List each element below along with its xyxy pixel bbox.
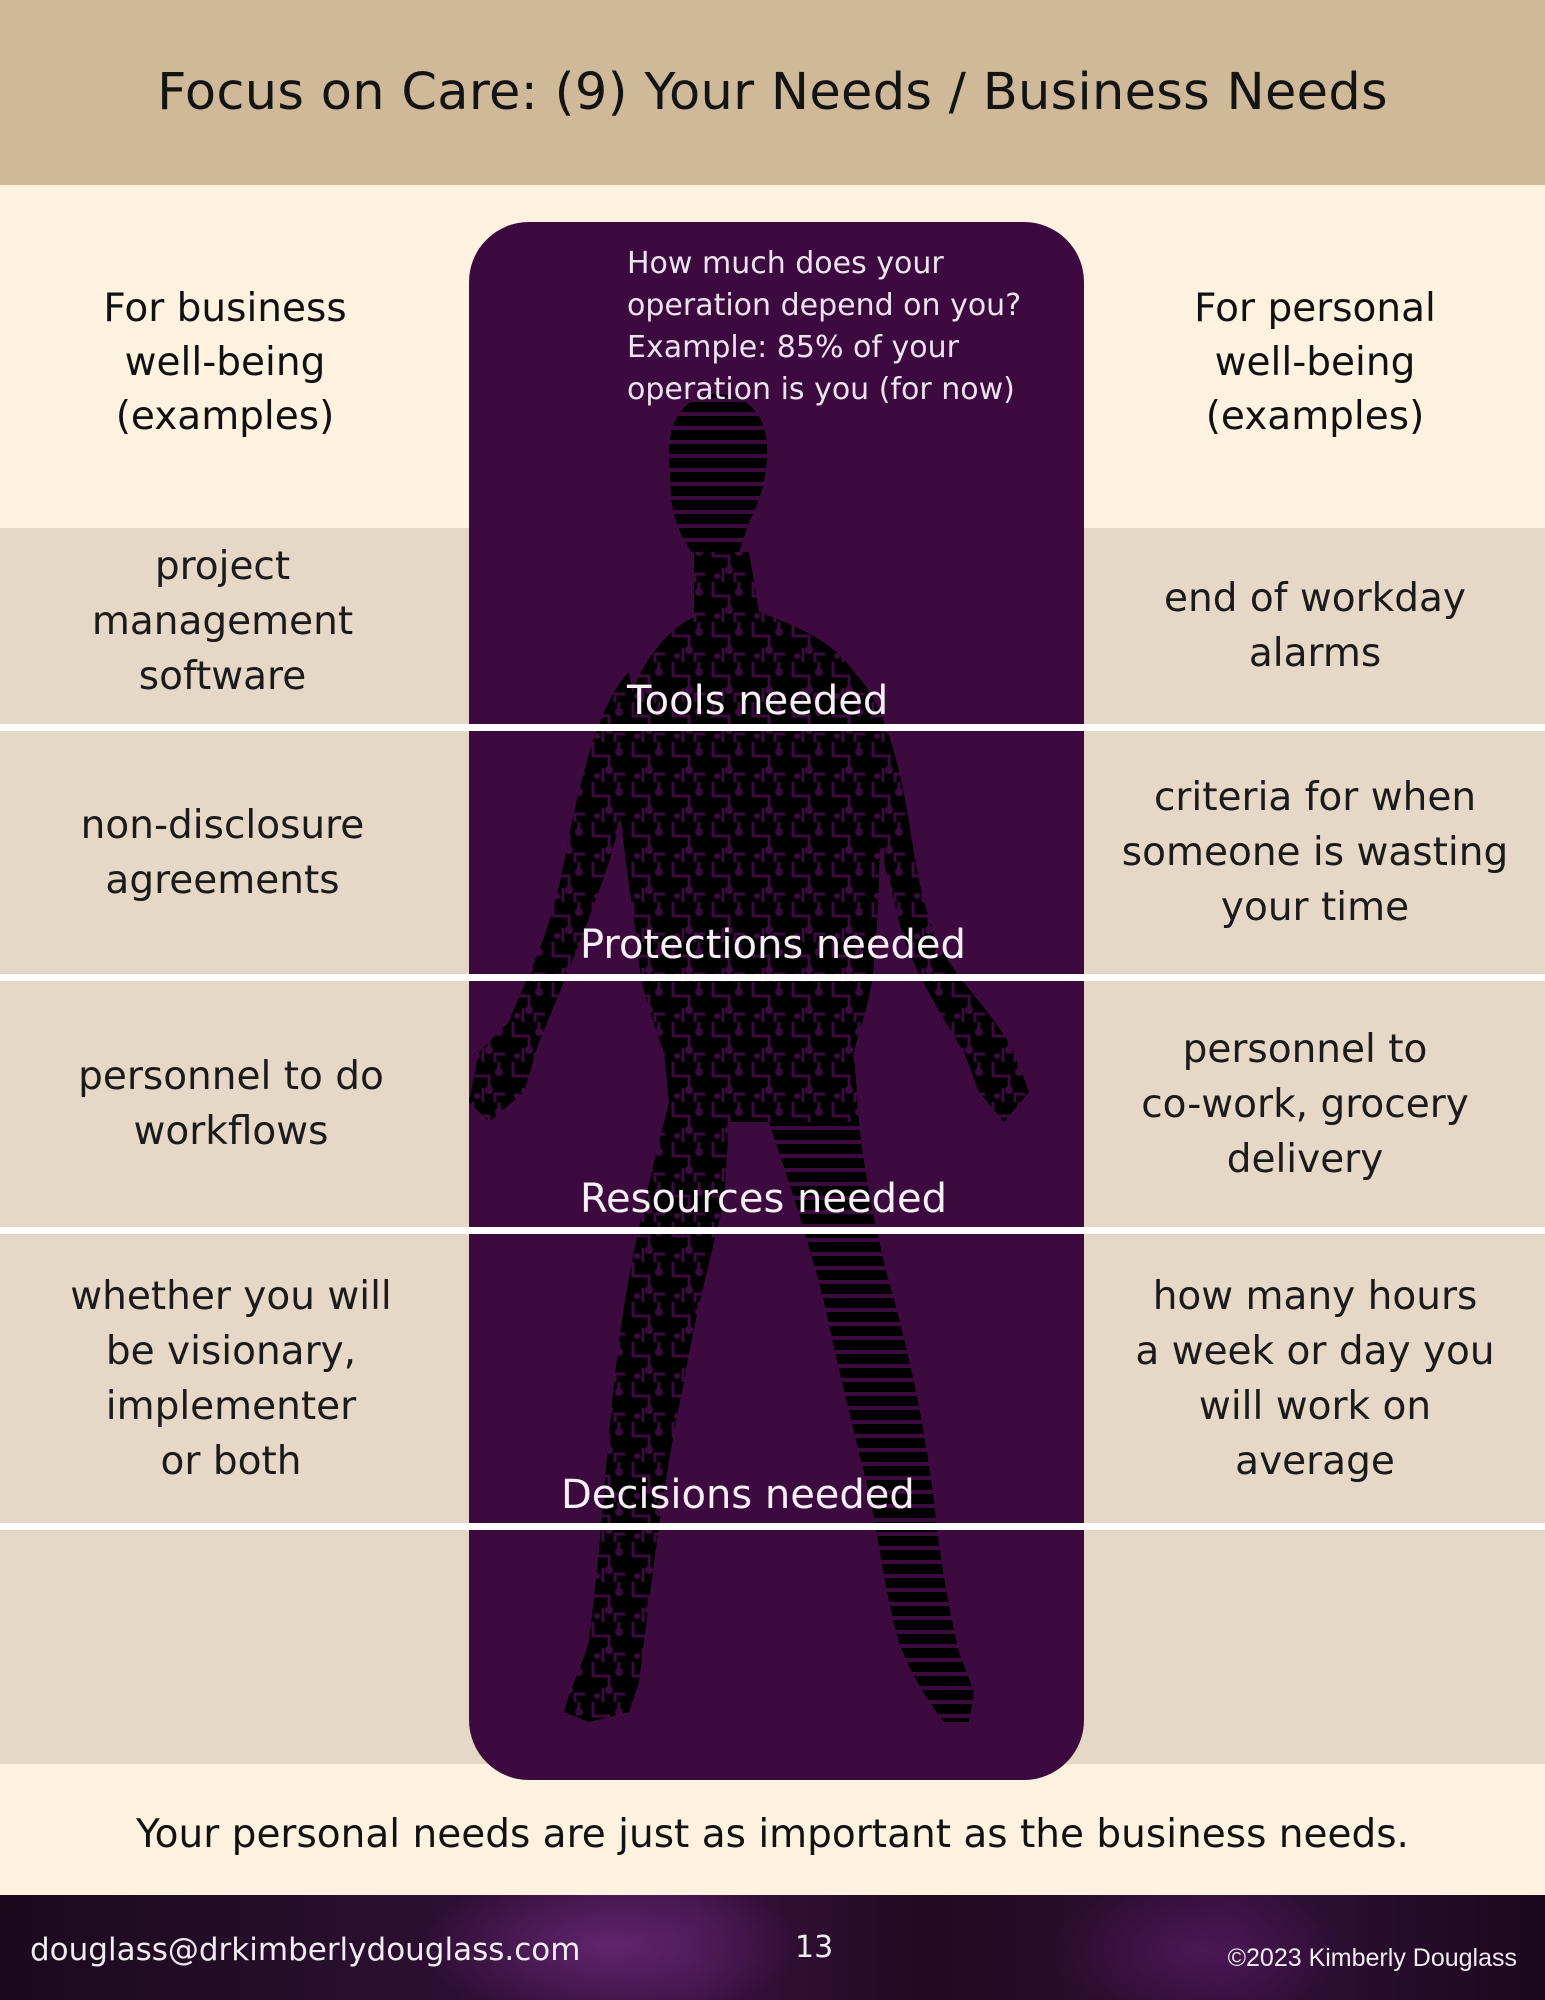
figure-right-leg [769, 1122, 974, 1722]
business-example-4: whether you will be visionary, implement… [70, 1273, 392, 1484]
tagline: Your personal needs are just as importan… [136, 1812, 1409, 1857]
figure-left-leg [564, 1102, 729, 1722]
figure-right-arm [854, 672, 1029, 1122]
figure-head [669, 393, 768, 568]
personal-column-heading: For personal well-being (examples) [1194, 286, 1436, 439]
figure-torso [619, 552, 880, 1127]
label-protections-needed: Protections needed [580, 922, 966, 968]
page-header: Focus on Care: (9) Your Needs / Business… [0, 0, 1545, 185]
personal-example-4: how many hours a week or day you will wo… [1135, 1273, 1495, 1484]
figure-left-arm [469, 672, 637, 1122]
page-title: Focus on Care: (9) Your Needs / Business… [157, 63, 1388, 122]
business-example-3: personnel to do workflows [78, 1054, 384, 1154]
dependency-question: How much does your operation depend on y… [627, 246, 1022, 407]
personal-example-1: end of workday alarms [1164, 576, 1466, 676]
business-example-1: project management software [91, 543, 354, 699]
personal-example-2: criteria for when someone is wasting you… [1121, 775, 1509, 930]
label-decisions-needed: Decisions needed [561, 1472, 915, 1518]
circuit-human-figure [469, 393, 1029, 1722]
panel-divider [469, 974, 1084, 981]
panel-divider [469, 1523, 1084, 1530]
footer-email-link[interactable]: douglass@drkimberlydouglass.com [30, 1932, 581, 1968]
footer-bar [0, 1895, 1545, 2000]
panel-divider [469, 724, 1084, 731]
business-example-2: non-disclosure agreements [80, 802, 365, 903]
center-figure-panel [469, 222, 1084, 1780]
label-resources-needed: Resources needed [580, 1176, 947, 1222]
business-column-heading: For business well-being (examples) [103, 286, 347, 439]
panel-divider [469, 1227, 1084, 1234]
label-tools-needed: Tools needed [627, 678, 889, 724]
page-number: 13 [795, 1930, 834, 1965]
personal-example-3: personnel to co-work, grocery delivery [1141, 1026, 1469, 1182]
copyright-notice: ©2023 Kimberly Douglass [1227, 1944, 1517, 1972]
